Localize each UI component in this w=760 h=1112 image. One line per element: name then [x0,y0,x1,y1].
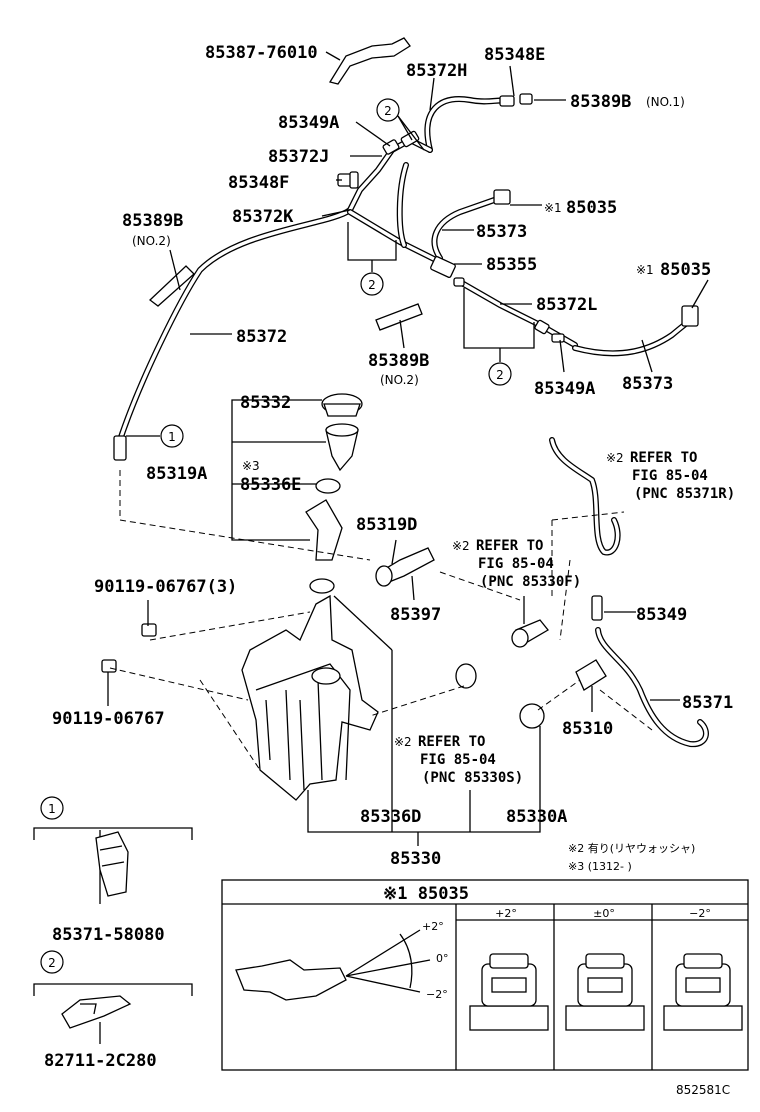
ref-c-line1: REFER TO [418,734,485,750]
label-85373-b: 85373 [622,374,673,394]
nozzle-view-zero [565,953,645,1031]
label-85372J: 85372J [268,147,329,167]
fittings [113,93,699,621]
diagram-code: 852581C [676,1083,730,1097]
ref-c-line2: FIG 85-04 [420,752,496,768]
hose-85373-a [431,195,503,261]
label-85389B-mid: 85389B [368,351,429,371]
ref-a-line3: (PNC 85371R) [634,486,735,502]
circle-2-a: 2 [384,104,392,118]
hose-85371 [595,627,709,748]
part-labels: 85387-76010 85372H 85348E 85389B (NO.1) … [44,43,733,1097]
angle-plus2: +2° [422,920,444,933]
mark-1-b: ※1 [636,263,654,277]
label-85330A: 85330A [506,807,567,827]
circle-1-legend: 1 [48,802,56,816]
label-85349A-bottom: 85349A [534,379,595,399]
hose-85389B-no2-left [148,265,195,307]
circle-1-a: 1 [168,430,176,444]
pumps [375,547,607,729]
label-85389B-left: 85389B [122,211,183,231]
ref-c-mark: ※2 [394,735,412,749]
ref-a-mark: ※2 [606,451,624,465]
bolts [101,623,157,673]
angle-zero: 0° [436,952,449,965]
label-85372K: 85372K [232,207,294,227]
filler-assembly [305,393,363,594]
label-82711-2C280: 82711-2C280 [44,1051,157,1071]
leader-lines [99,51,709,1044]
ref-c-line3: (PNC 85330S) [422,770,523,786]
refer-note-85330S: ※2 REFER TO FIG 85-04 (PNC 85330S) [394,734,523,786]
label-85372L: 85372L [536,295,597,315]
label-85372: 85372 [236,327,287,347]
label-85035-b: 85035 [660,260,711,280]
hose-85371R [549,437,621,556]
ref-b-mark: ※2 [452,539,470,553]
callout-circles: 2 2 2 1 1 2 [40,98,512,974]
label-85372H: 85372H [406,61,467,81]
table-col-minus2: −2° [689,907,711,920]
label-90119-06767: 90119-06767 [52,709,165,729]
table-col-zero: ±0° [593,907,615,920]
hose-85373-b [572,315,697,357]
table-title: ※1 85035 [383,884,469,904]
label-85387-76010: 85387-76010 [205,43,318,63]
hose-85372H [424,96,509,153]
table-col-plus2: +2° [495,907,517,920]
refer-note-85330F: ※2 REFER TO FIG 85-04 (PNC 85330F) [452,538,581,590]
label-85397: 85397 [390,605,441,625]
circle-2-b: 2 [368,278,376,292]
ref-b-line2: FIG 85-04 [478,556,554,572]
label-85389B-no1: 85389B [570,92,631,112]
angle-minus2: −2° [426,988,448,1001]
ref-a-line2: FIG 85-04 [632,468,708,484]
hose-85387 [328,37,411,85]
label-85373-a: 85373 [476,222,527,242]
refer-note-85371R: ※2 REFER TO FIG 85-04 (PNC 85371R) [606,450,735,502]
hose-85372-main [117,207,353,443]
label-85371-58080: 85371-58080 [52,925,165,945]
label-85348F: 85348F [228,173,289,193]
label-85319A: 85319A [146,464,207,484]
label-85349: 85349 [636,605,687,625]
washer-tank [241,594,379,801]
label-85371: 85371 [682,693,733,713]
label-85336D: 85336D [360,807,421,827]
legend-clip-1 [33,827,193,897]
nozzle-angle-table: ※1 85035 +2° ±0° −2° +2° 0° −2° [221,879,749,1071]
label-85035-a: 85035 [566,198,617,218]
label-85310: 85310 [562,719,613,739]
note-3: ※3 (1312- ) [568,860,632,873]
circle-2-legend: 2 [48,956,56,970]
legend-clip-2 [33,983,193,1029]
label-85332: 85332 [240,393,291,413]
label-90119-06767-3: 90119-06767(3) [94,577,237,597]
ref-b-line3: (PNC 85330F) [480,574,581,590]
ref-b-line1: REFER TO [476,538,543,554]
label-85330: 85330 [390,849,441,869]
hose-85389B-no2-mid [375,303,423,331]
label-no2-left: (NO.2) [132,234,171,248]
mark-3: ※3 [242,459,260,473]
label-85336E: 85336E [240,475,301,495]
label-85319D: 85319D [356,515,417,535]
mark-1-a: ※1 [544,201,562,215]
label-85355: 85355 [486,255,537,275]
hose-85372-mid [347,162,443,265]
nozzle-view-minus2 [663,953,743,1031]
label-no1: (NO.1) [646,95,685,109]
label-no2-mid: (NO.2) [380,373,419,387]
note-2: ※2 有り(リヤウォッシャ) [568,841,695,855]
dashed-guides [109,470,653,771]
ref-a-line1: REFER TO [630,450,697,466]
circle-2-c: 2 [496,368,504,382]
label-85349A-top: 85349A [278,113,339,133]
nozzle-view-plus2 [469,953,549,1031]
label-85348E: 85348E [484,45,545,65]
